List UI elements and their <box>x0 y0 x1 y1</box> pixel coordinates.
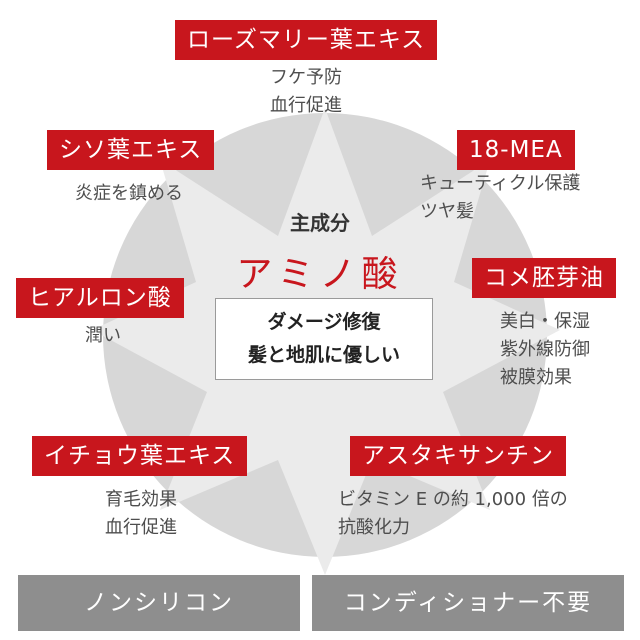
main-ingredient-benefit-2: 髪と地肌に優しい <box>247 344 400 366</box>
ingredient-desc-mea-2: ツヤ髪 <box>420 201 474 222</box>
ingredient-desc-rice-1: 美白・保湿 <box>500 311 590 332</box>
ingredient-tag-ginkgo: イチョウ葉エキス <box>32 436 248 476</box>
ingredient-desc-astaxanthin-2: 抗酸化力 <box>338 517 410 538</box>
ingredient-desc-rice-2: 紫外線防御 <box>500 339 590 360</box>
ingredient-tag-astaxanthin: アスタキサンチン <box>350 436 566 476</box>
ingredient-tag-rosemary: ローズマリー葉エキス <box>175 20 438 60</box>
non-silicone-badge: ノンシリコン <box>18 575 300 631</box>
ingredient-desc-rice-3: 被膜効果 <box>500 367 572 388</box>
main-ingredient-benefits-box: ダメージ修復 髪と地肌に優しい <box>215 298 433 380</box>
ingredient-tag-shiso: シソ葉エキス <box>47 130 215 170</box>
ingredient-tag-hyaluronic: ヒアルロン酸 <box>16 278 184 318</box>
ingredient-desc-ginkgo-2: 血行促進 <box>105 517 177 538</box>
ingredient-desc-astaxanthin-1: ビタミン E の約 1,000 倍の <box>338 489 568 510</box>
main-ingredient-name: アミノ酸 <box>236 254 404 295</box>
ingredient-tag-rice: コメ胚芽油 <box>472 258 616 298</box>
ingredient-desc-rosemary-1: フケ予防 <box>270 67 342 88</box>
ingredient-desc-ginkgo-1: 育毛効果 <box>105 489 177 510</box>
ingredient-tag-mea: 18-MEA <box>457 130 575 170</box>
no-conditioner-badge: コンディショナー不要 <box>312 575 624 631</box>
ingredient-desc-rosemary-2: 血行促進 <box>270 95 342 116</box>
main-ingredient-benefit-1: ダメージ修復 <box>267 311 381 333</box>
ingredient-desc-mea-1: キューティクル保護 <box>420 173 581 194</box>
ingredient-desc-hyaluronic-1: 潤い <box>85 325 121 346</box>
ingredient-desc-shiso-1: 炎症を鎮める <box>75 183 183 204</box>
main-ingredient-label: 主成分 <box>290 211 350 235</box>
